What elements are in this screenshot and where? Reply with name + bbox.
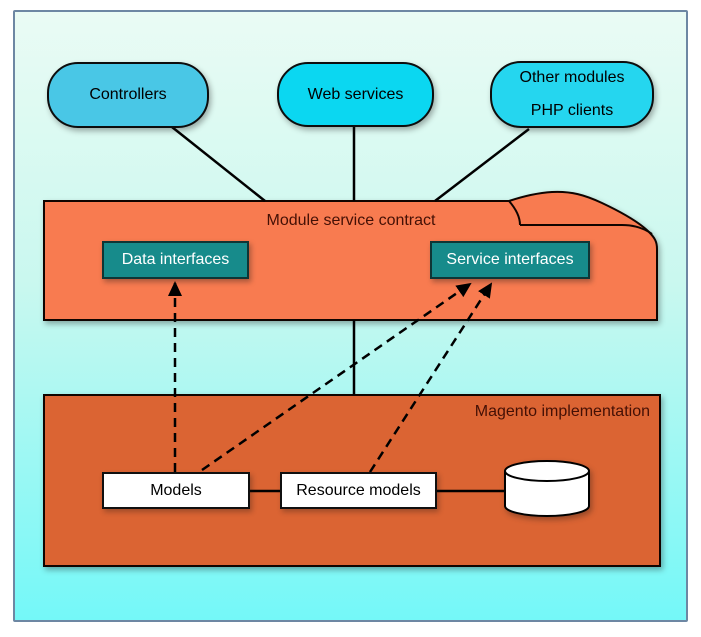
client-box-web-services: Web services <box>277 62 434 127</box>
controllers-to-contract-line <box>171 126 266 202</box>
resource-models-label: Resource models <box>296 481 421 499</box>
php-clients-label: PHP clients <box>530 102 614 119</box>
data-interfaces-box: Data interfaces <box>102 241 249 279</box>
page-curl-inner-line <box>520 224 653 235</box>
web-services-label: Web services <box>307 85 404 103</box>
client-box-other-modules: Other modules PHP clients <box>490 61 654 128</box>
models-label: Models <box>150 481 202 499</box>
other-modules-label: Other modules <box>519 69 625 86</box>
magento-implementation-title: Magento implementation <box>474 403 650 420</box>
other-modules-to-contract-line <box>434 128 530 202</box>
data-interfaces-label: Data interfaces <box>121 251 230 268</box>
resource-models-box: Resource models <box>280 472 437 509</box>
service-interfaces-label: Service interfaces <box>446 251 574 268</box>
module-service-contract-shape <box>43 190 658 321</box>
database-cylinder-icon <box>504 460 590 517</box>
module-service-contract-title: Module service contract <box>266 212 436 229</box>
diagram-canvas: Controllers Web services Other modules P… <box>13 10 688 622</box>
models-box: Models <box>102 472 250 509</box>
client-box-controllers: Controllers <box>47 62 209 128</box>
controllers-label: Controllers <box>89 86 167 103</box>
service-interfaces-box: Service interfaces <box>430 241 590 279</box>
resource-models-to-service-interfaces-arrow <box>368 282 493 473</box>
page-curl-crease-line <box>508 200 521 226</box>
models-to-service-interfaces-arrow <box>201 282 472 472</box>
